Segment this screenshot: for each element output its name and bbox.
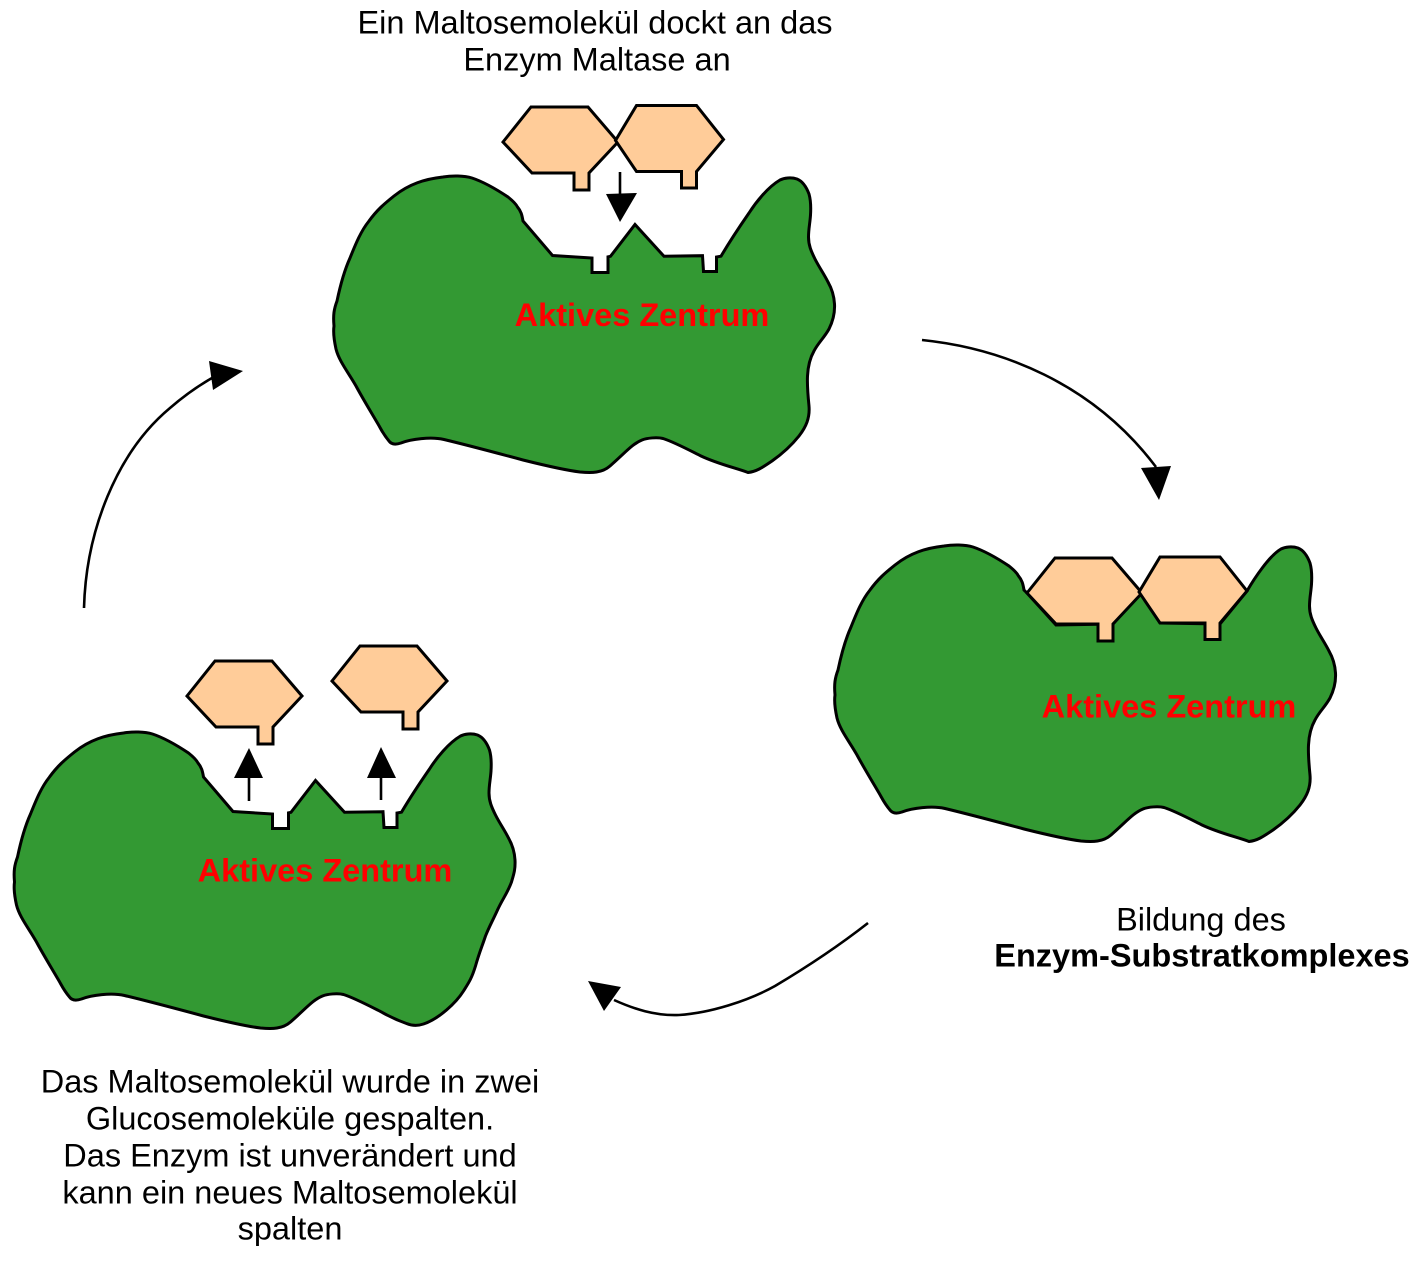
svg-text:Aktives Zentrum: Aktives Zentrum bbox=[515, 297, 770, 333]
svg-text:kann ein neues Maltosemolekül: kann ein neues Maltosemolekül bbox=[62, 1174, 517, 1210]
svg-text:Das Enzym ist unverändert und: Das Enzym ist unverändert und bbox=[63, 1137, 516, 1173]
svg-text:Aktives Zentrum: Aktives Zentrum bbox=[1042, 689, 1297, 725]
svg-text:Das Maltosemolekül wurde in zw: Das Maltosemolekül wurde in zwei bbox=[41, 1063, 540, 1099]
svg-text:Glucosemoleküle gespalten.: Glucosemoleküle gespalten. bbox=[86, 1100, 494, 1136]
svg-text:spalten: spalten bbox=[238, 1210, 343, 1246]
svg-text:Enzym Maltase an: Enzym Maltase an bbox=[463, 42, 730, 78]
svg-text:Ein Maltosemolekül dockt an da: Ein Maltosemolekül dockt an das bbox=[357, 4, 832, 40]
svg-text:Aktives Zentrum: Aktives Zentrum bbox=[198, 853, 453, 889]
svg-text:Enzym-Substratkomplexes: Enzym-Substratkomplexes bbox=[994, 937, 1409, 973]
svg-text:Bildung des: Bildung des bbox=[1116, 901, 1286, 937]
